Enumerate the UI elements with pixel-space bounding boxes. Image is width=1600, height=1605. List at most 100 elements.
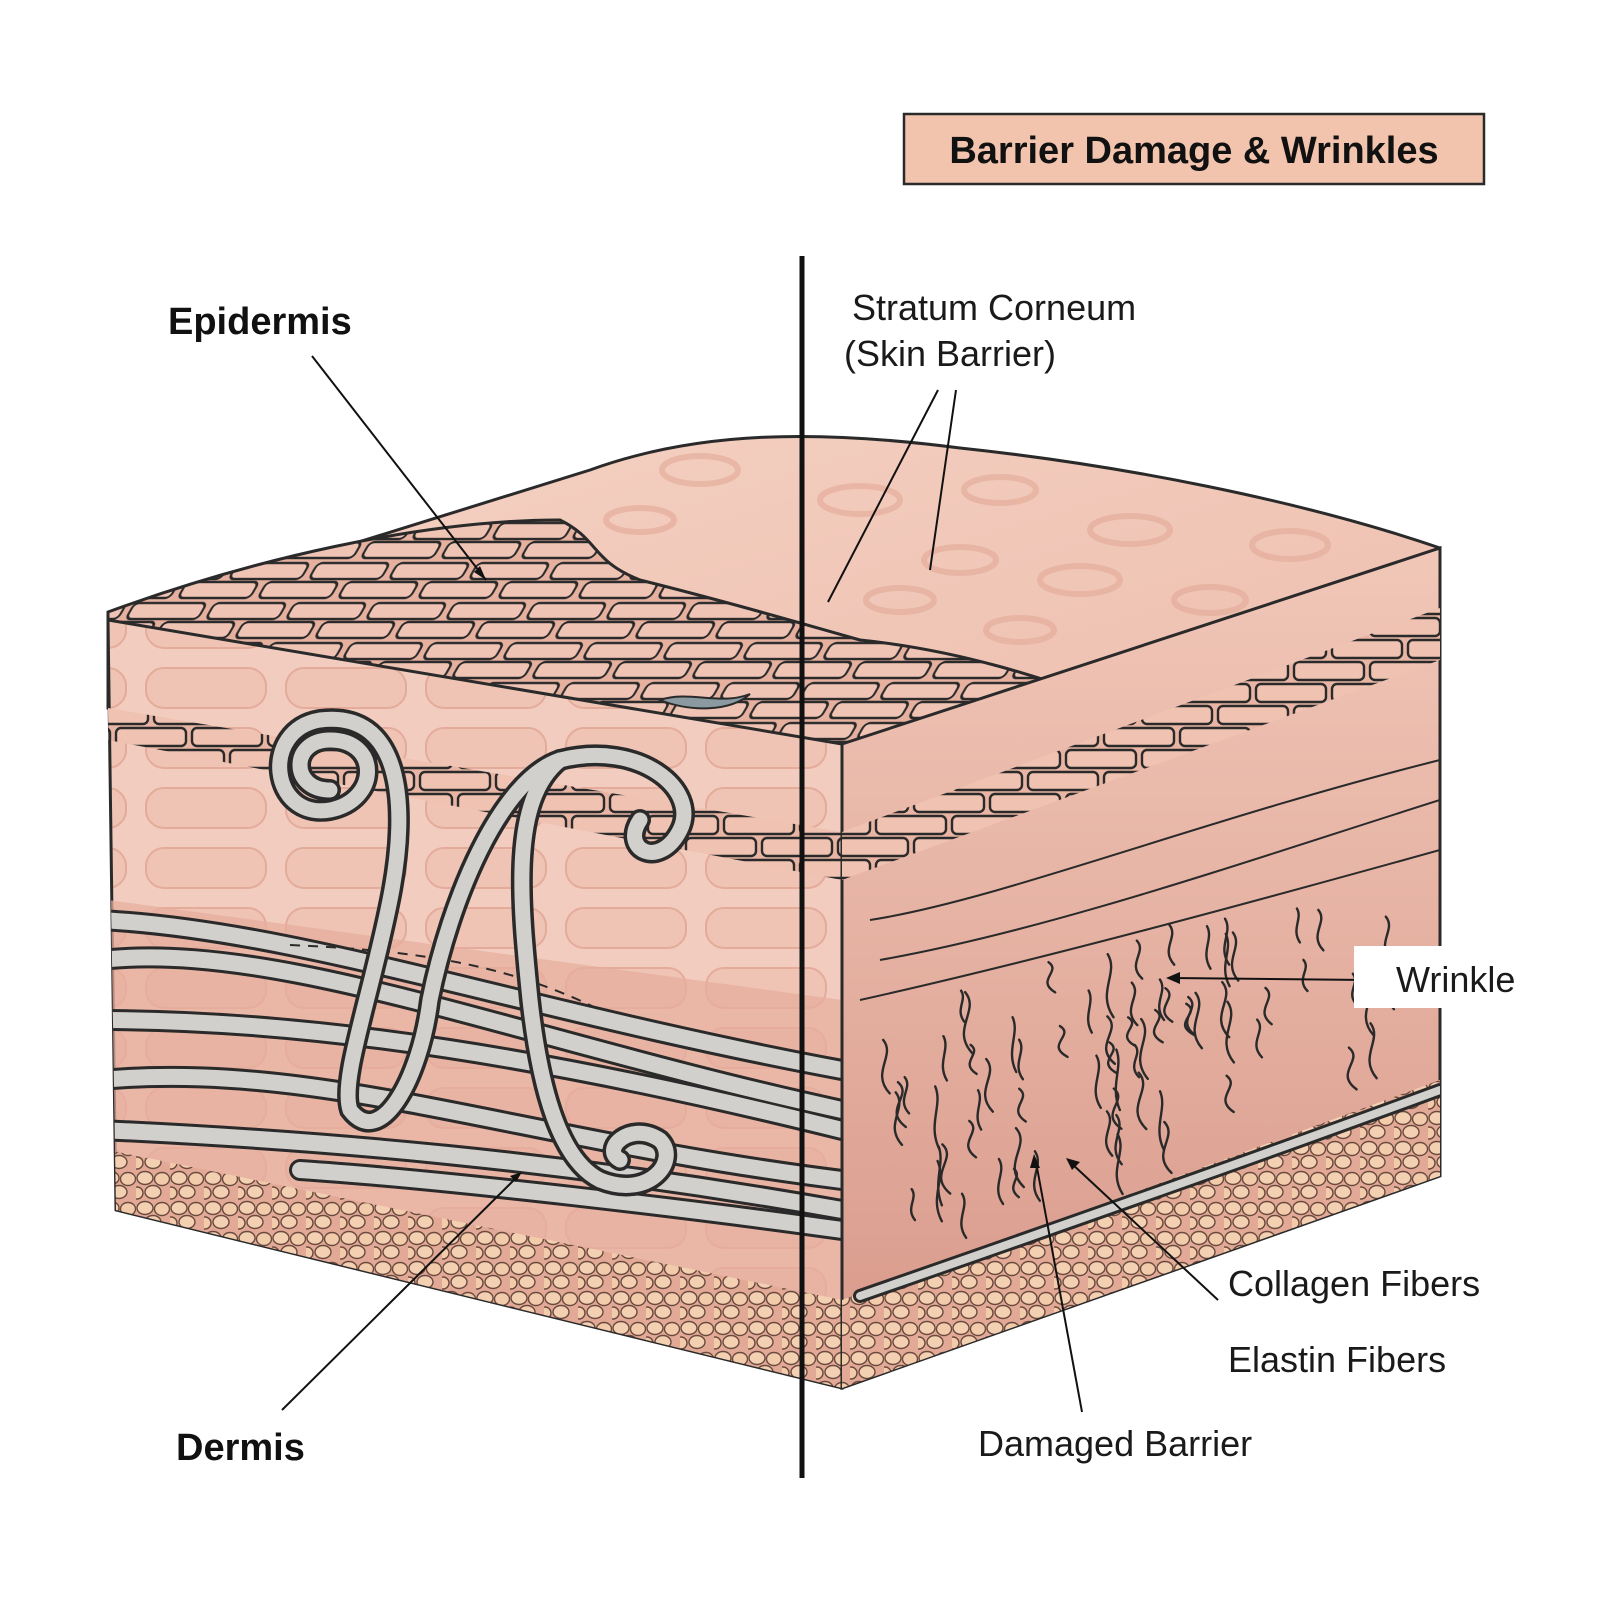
skin-side-face bbox=[840, 545, 1442, 1391]
collagen-fragment bbox=[1263, 986, 1273, 1026]
collagen-fragment bbox=[1129, 981, 1139, 1027]
collagen-fragment bbox=[1224, 1074, 1235, 1114]
collagen-fragment bbox=[1010, 1016, 1018, 1074]
arrow-dermis bbox=[510, 1172, 522, 1182]
collagen-fragment bbox=[1125, 1016, 1137, 1047]
skin-front-face bbox=[106, 618, 844, 1390]
collagen-fragment bbox=[939, 1143, 952, 1195]
surface-cell-pattern bbox=[603, 453, 1331, 645]
labels: Epidermis Stratum Corneum (Skin Barrier)… bbox=[168, 287, 1515, 1469]
wrinkle-label-backdrop bbox=[1354, 946, 1530, 1008]
label-stratum-corneum: Stratum Corneum bbox=[852, 287, 1136, 328]
collagen-fragment bbox=[1013, 1126, 1026, 1189]
leader-epidermis bbox=[311, 355, 487, 581]
collagen-fragment bbox=[983, 1057, 995, 1113]
collagen-fragment bbox=[1295, 907, 1302, 944]
collagen-fragment bbox=[1017, 1087, 1027, 1123]
label-elastin-fibers: Elastin Fibers bbox=[1228, 1339, 1446, 1380]
collagen-fragment bbox=[1193, 991, 1204, 1050]
arrow-collagen bbox=[1066, 1158, 1080, 1170]
label-collagen-fibers: Collagen Fibers bbox=[1228, 1263, 1480, 1304]
barrier-crack bbox=[657, 693, 751, 710]
front-fibers bbox=[108, 912, 842, 1238]
collagen-fragment bbox=[968, 1043, 978, 1076]
collagen-fragment bbox=[1032, 1150, 1042, 1202]
diagram-title: Barrier Damage & Wrinkles bbox=[949, 130, 1438, 172]
leader-stratum-2 bbox=[929, 389, 957, 571]
collagen-fragment bbox=[959, 989, 966, 1023]
collagen-fragment bbox=[1105, 953, 1115, 1019]
leader-dermis bbox=[281, 1175, 519, 1411]
collagen-fragment bbox=[895, 1080, 908, 1129]
collagen-fragment bbox=[1017, 1038, 1025, 1081]
collagen-fragment bbox=[1104, 1015, 1117, 1066]
arrow-epidermis bbox=[474, 566, 486, 580]
collagen-fragment bbox=[1316, 908, 1325, 952]
fragmented-collagen bbox=[881, 907, 1396, 1240]
leader-lines bbox=[281, 355, 1367, 1413]
collagen-fragment bbox=[960, 1192, 968, 1240]
leader-stratum-1 bbox=[827, 389, 939, 603]
collagen-fragment bbox=[1219, 980, 1231, 1039]
collagen-fragment bbox=[1057, 1024, 1069, 1059]
collagen-fragment bbox=[1136, 1071, 1148, 1131]
leader-damaged bbox=[1035, 1161, 1083, 1413]
collagen-fragment bbox=[937, 1145, 944, 1207]
collagen-fragment bbox=[1301, 958, 1309, 993]
label-damaged-barrier: Damaged Barrier bbox=[978, 1423, 1252, 1464]
collagen-fragment bbox=[1224, 932, 1231, 988]
leader-arrowheads bbox=[474, 566, 1180, 1182]
collagen-fragment bbox=[1107, 1041, 1118, 1075]
label-skin-barrier: (Skin Barrier) bbox=[844, 333, 1056, 374]
collagen-fragment bbox=[1230, 931, 1240, 982]
side-layer-lines bbox=[859, 759, 1440, 1001]
coiled-elastin-fibers bbox=[268, 708, 695, 1197]
collagen-fragment bbox=[976, 1089, 983, 1131]
collagen-fragment bbox=[1158, 1090, 1165, 1151]
collagen-fragment bbox=[1012, 1167, 1021, 1199]
collagen-fragment bbox=[1255, 1018, 1264, 1059]
collagen-fragment bbox=[933, 1085, 941, 1151]
collagen-fragment bbox=[909, 1187, 917, 1222]
collagen-fragment bbox=[962, 990, 975, 1056]
collagen-fragment bbox=[1115, 1132, 1124, 1196]
collagen-fragment bbox=[1225, 1000, 1236, 1064]
collagen-fragment bbox=[881, 1038, 891, 1095]
collagen-fragment bbox=[1134, 939, 1144, 980]
collagen-fragment bbox=[1205, 924, 1212, 970]
collagen-fragment bbox=[1094, 1054, 1102, 1110]
collagen-fragment bbox=[1138, 1017, 1150, 1081]
front-fat-layer bbox=[108, 1150, 842, 1388]
arrow-wrinkle bbox=[1166, 972, 1180, 984]
collagen-fragment bbox=[1346, 1046, 1358, 1091]
collagen-fragment bbox=[1163, 987, 1174, 1023]
collagen-fragment bbox=[1114, 1048, 1122, 1112]
collagen-fragment bbox=[1162, 1120, 1173, 1175]
collagen-fragment bbox=[1087, 989, 1094, 1034]
label-wrinkle: Wrinkle bbox=[1396, 959, 1515, 1000]
side-fiber bbox=[856, 1086, 1440, 1300]
collagen-fragment bbox=[941, 1035, 949, 1082]
leader-collagen bbox=[1069, 1161, 1219, 1301]
collagen-fragment bbox=[1046, 961, 1057, 994]
leader-wrinkle bbox=[1171, 977, 1367, 981]
collagen-fragment bbox=[902, 1075, 911, 1115]
collagen-fragment bbox=[997, 1157, 1005, 1206]
label-epidermis: Epidermis bbox=[168, 301, 352, 343]
collagen-fragment bbox=[1152, 1008, 1164, 1044]
collagen-fragment bbox=[1368, 1022, 1378, 1080]
collagen-fragment bbox=[1105, 1110, 1114, 1157]
side-fat-layer bbox=[842, 1080, 1440, 1388]
collagen-fragment bbox=[1183, 1002, 1196, 1037]
arrow-damaged bbox=[1030, 1154, 1040, 1168]
collagen-fragment bbox=[967, 1119, 978, 1159]
collagen-fragment bbox=[1158, 978, 1166, 1022]
layer-boundary bbox=[289, 944, 601, 1011]
collagen-fragment bbox=[1133, 1043, 1141, 1079]
title-background bbox=[902, 112, 1486, 186]
title-box: Barrier Damage & Wrinkles bbox=[902, 112, 1486, 186]
collagen-fragment bbox=[1167, 923, 1176, 966]
label-dermis: Dermis bbox=[176, 1427, 305, 1469]
